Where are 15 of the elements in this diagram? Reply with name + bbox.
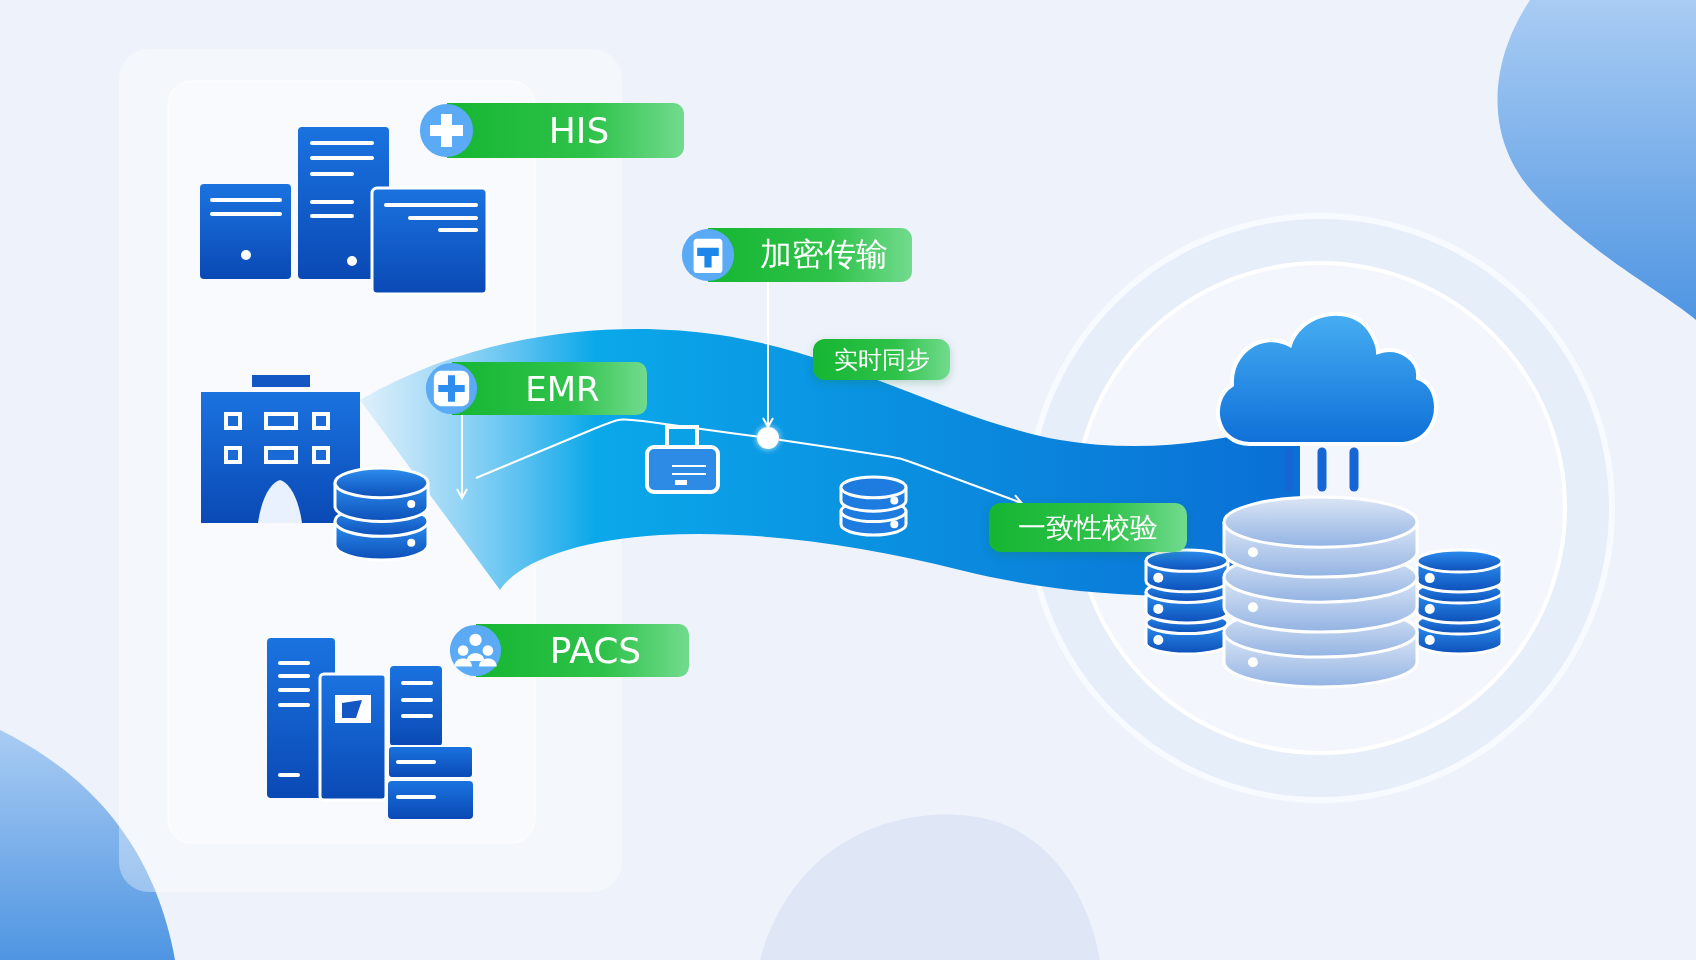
label-pill [425,362,647,415]
pill-label: 加密传输 [759,234,888,275]
label-pill [989,503,1187,552]
label-pill [813,339,950,380]
label-pill [419,103,684,158]
connector-arrow [778,438,1023,506]
label-pill [681,228,912,282]
pill-label: PACS [549,630,642,671]
pill-label: EMR [525,368,600,409]
connector-arrow [762,281,774,428]
pill-label: 一致性校验 [1018,509,1158,546]
pill-label: HIS [548,110,610,151]
connector-arrow [456,414,468,499]
label-pill [449,624,689,677]
pill-label: 实时同步 [833,344,930,376]
